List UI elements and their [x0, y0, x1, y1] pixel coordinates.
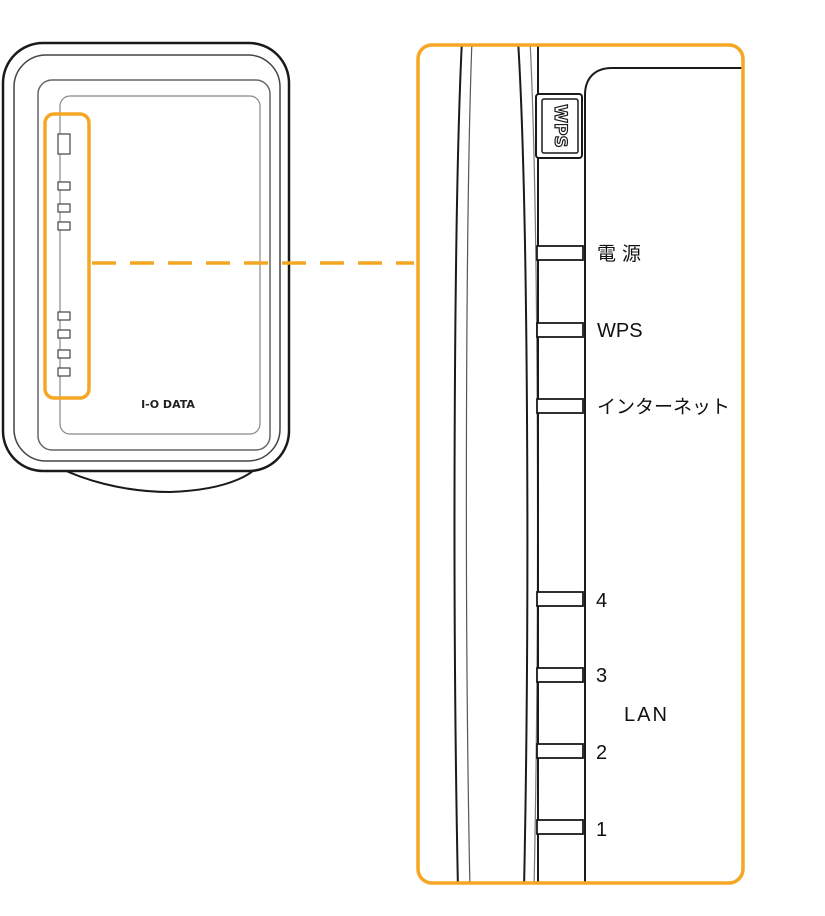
router-front-inner — [59, 95, 261, 435]
led-lan3 — [536, 667, 584, 683]
label-internet: インターネット — [597, 396, 730, 418]
router-overview: I-O DATA — [1, 41, 291, 494]
led-lan4 — [536, 591, 584, 607]
front-panel-corner — [584, 67, 743, 883]
led-internet — [536, 398, 584, 414]
device-side-edge-1 — [453, 45, 463, 883]
brand-logo: I-O DATA — [141, 398, 195, 411]
wps-button-label: WPS — [550, 104, 570, 147]
label-lan1: 1 — [596, 819, 607, 841]
label-lan-group: LAN — [624, 704, 669, 726]
label-power: 電 源 — [597, 243, 641, 265]
label-wps: WPS — [597, 320, 643, 342]
zoomed-led-panel: WPS 電 源 WPS インターネット 4 3 LAN 2 1 — [418, 45, 743, 883]
device-side-edge-2 — [465, 45, 473, 883]
device-side-edge-3 — [517, 45, 529, 883]
label-lan2: 2 — [596, 742, 607, 764]
led-area-highlight — [43, 112, 91, 400]
label-lan4: 4 — [596, 590, 607, 612]
label-lan3: 3 — [596, 665, 607, 687]
wps-button: WPS — [535, 93, 583, 159]
led-wps — [536, 322, 584, 338]
overview-led-slots — [57, 133, 71, 377]
led-slots — [536, 245, 584, 835]
zoom-frame — [416, 43, 745, 885]
led-lan1 — [536, 819, 584, 835]
led-power — [536, 245, 584, 261]
led-lan2 — [536, 743, 584, 759]
